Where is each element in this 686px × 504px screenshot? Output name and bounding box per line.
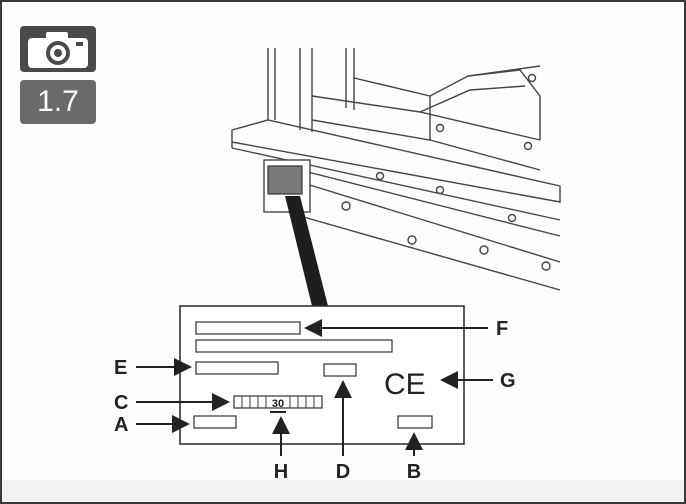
callout-a: A <box>114 414 128 436</box>
ce-mark: CE <box>384 368 426 401</box>
plate-field-f <box>195 321 301 335</box>
camera-icon <box>28 32 88 68</box>
plate-serial-number: 30 <box>233 395 323 413</box>
callout-g: G <box>500 370 516 392</box>
machine-id-plate <box>267 165 303 195</box>
plate-field-b <box>397 415 433 429</box>
callout-h: H <box>274 461 288 483</box>
callout-d: D <box>336 461 350 483</box>
plate-field-long <box>195 339 393 353</box>
step-number: 1.7 <box>20 80 96 124</box>
callout-e: E <box>114 357 127 379</box>
serial-digits: 30 <box>272 398 284 410</box>
camera-badge <box>20 26 96 72</box>
callout-b: B <box>407 461 421 483</box>
plate-field-d <box>323 363 357 377</box>
identification-plate: 30 CE <box>179 305 465 445</box>
bottom-band <box>2 480 684 502</box>
plate-field-a <box>193 415 237 429</box>
callout-f: F <box>496 318 508 340</box>
zoom-connector <box>285 196 328 306</box>
plate-field-e <box>195 361 279 375</box>
callout-c: C <box>114 392 128 414</box>
